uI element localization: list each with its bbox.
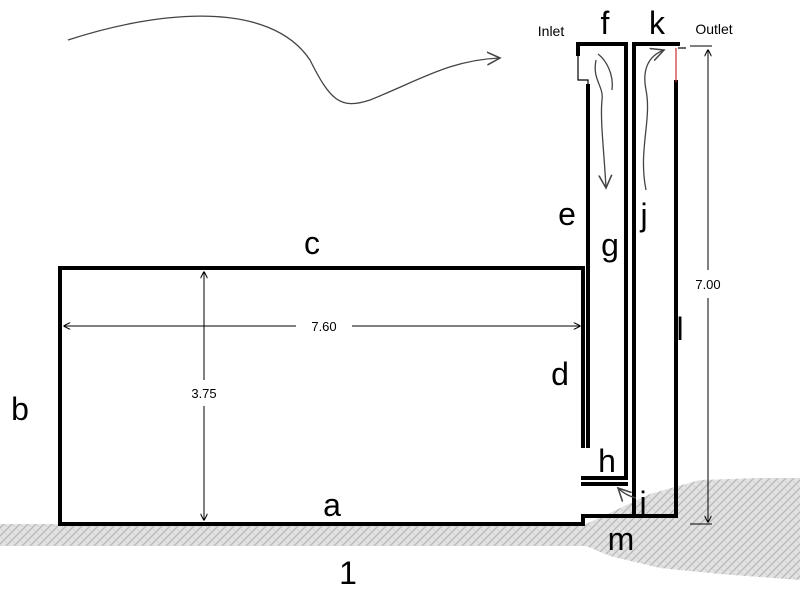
label-c: c [304, 225, 320, 261]
outlet-flow-arrow [642, 50, 664, 191]
dim-chimney-label: 7.00 [695, 277, 720, 292]
label-m: m [608, 521, 635, 557]
room-roof-c [58, 266, 585, 282]
passage-flow-arrow [618, 488, 637, 498]
inlet-flow-swirl [597, 53, 613, 91]
outer-wall-l [632, 80, 678, 518]
dim-height-label: 3.75 [191, 386, 216, 401]
label-e: e [558, 196, 576, 232]
label-i: i [639, 485, 646, 521]
label-one: 1 [339, 555, 357, 591]
label-g: g [601, 227, 619, 263]
label-j: j [639, 197, 647, 233]
label-k: k [649, 5, 666, 41]
label-a: a [323, 487, 341, 523]
inlet-annotation: Inlet [538, 23, 565, 39]
wind-flow-arrow [67, 15, 500, 105]
ground-right [586, 478, 800, 580]
dim-width-label: 7.60 [311, 319, 336, 334]
inlet-detail [577, 54, 589, 86]
ground-left [0, 524, 586, 546]
label-h: h [598, 443, 616, 479]
label-f: f [601, 5, 610, 41]
inlet-flow-arrow [594, 59, 606, 188]
label-d: d [551, 356, 569, 392]
label-l: l [676, 311, 683, 347]
label-b: b [11, 391, 29, 427]
outlet-annotation: Outlet [695, 21, 732, 37]
room-floor-a [58, 514, 634, 526]
